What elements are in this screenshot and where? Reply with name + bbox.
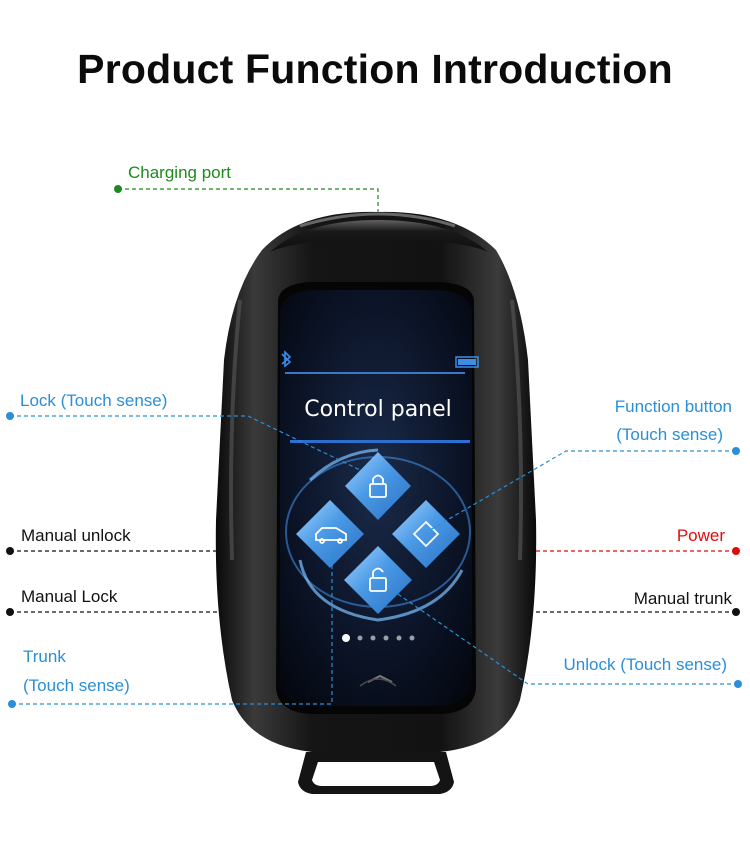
function-button-label-1: Function button <box>614 397 732 416</box>
lock-button <box>345 452 411 520</box>
charging-port-callout <box>118 188 379 212</box>
bluetooth-icon <box>281 350 292 368</box>
page-title: Product Function Introduction <box>77 46 673 92</box>
trunk-label-2: (Touch sense) <box>23 676 130 695</box>
manual-unlock-label: Manual unlock <box>21 526 131 545</box>
trunk-button <box>296 500 364 568</box>
lock-label: Lock (Touch sense) <box>20 391 168 410</box>
charging-port-label: Charging port <box>128 163 232 182</box>
manual-trunk-label: Manual trunk <box>633 589 732 608</box>
lock-icon <box>369 474 387 498</box>
trunk-label-1: Trunk <box>23 647 66 666</box>
diamond-icon <box>412 520 440 548</box>
power-label: Power <box>676 526 725 545</box>
function-button-label-2: (Touch sense) <box>616 425 723 444</box>
battery-icon <box>455 356 479 368</box>
car-trunk-icon <box>315 527 347 544</box>
manual-lock-label: Manual Lock <box>21 587 118 606</box>
unlock-label: Unlock (Touch sense) <box>563 655 727 674</box>
unlock-button <box>344 546 412 614</box>
page-dots <box>342 634 415 642</box>
function-button <box>392 500 460 568</box>
unlock-icon <box>369 567 387 592</box>
screen-title: Control panel <box>304 397 452 422</box>
